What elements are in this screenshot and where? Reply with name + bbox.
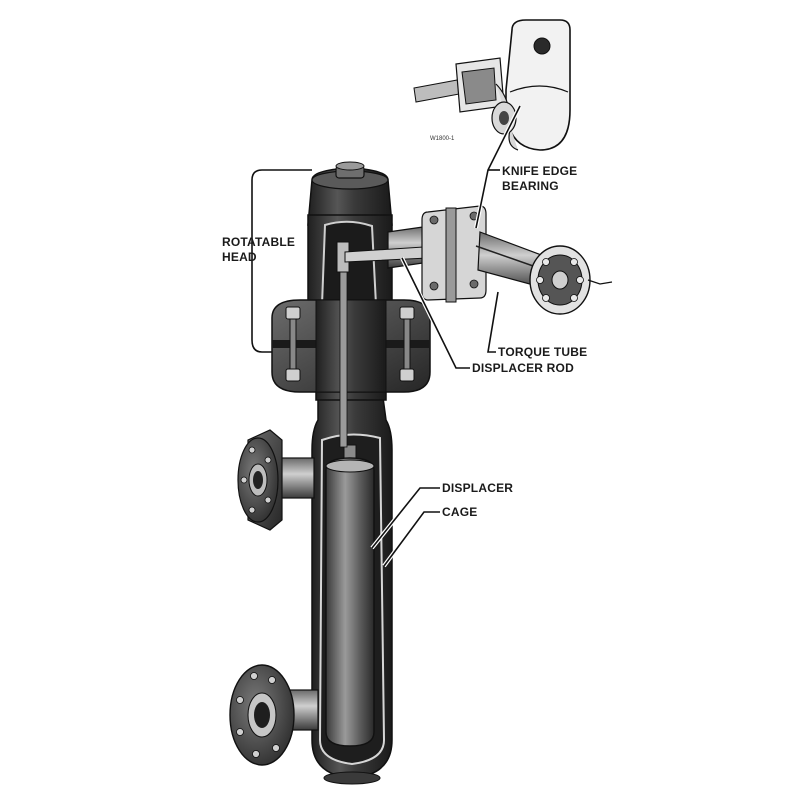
- label-cage: CAGE: [442, 505, 477, 519]
- knife-edge-bearing-detail: [413, 19, 571, 151]
- bottom-outlet-flange: [229, 664, 319, 766]
- leader-lines: [251, 105, 522, 568]
- displacer: [325, 444, 375, 747]
- label-rotatable-line2: HEAD: [222, 250, 257, 264]
- label-displacer: DISPLACER: [442, 481, 513, 495]
- displacer-rod: [336, 241, 350, 448]
- label-knife-edge-line1: KNIFE EDGE: [502, 164, 577, 178]
- flange-bolts: [285, 306, 415, 382]
- label-torque-tube: TORQUE TUBE: [498, 345, 587, 359]
- label-rotatable-line1: ROTATABLE: [222, 235, 295, 249]
- torque-tube-arm: [344, 205, 613, 315]
- figure-code: W1800-1: [430, 136, 455, 142]
- label-knife-edge-line2: BEARING: [502, 179, 559, 193]
- label-displacer-rod: DISPLACER ROD: [472, 361, 574, 375]
- body-flange: [271, 299, 431, 393]
- side-inlet-flange: [237, 429, 315, 531]
